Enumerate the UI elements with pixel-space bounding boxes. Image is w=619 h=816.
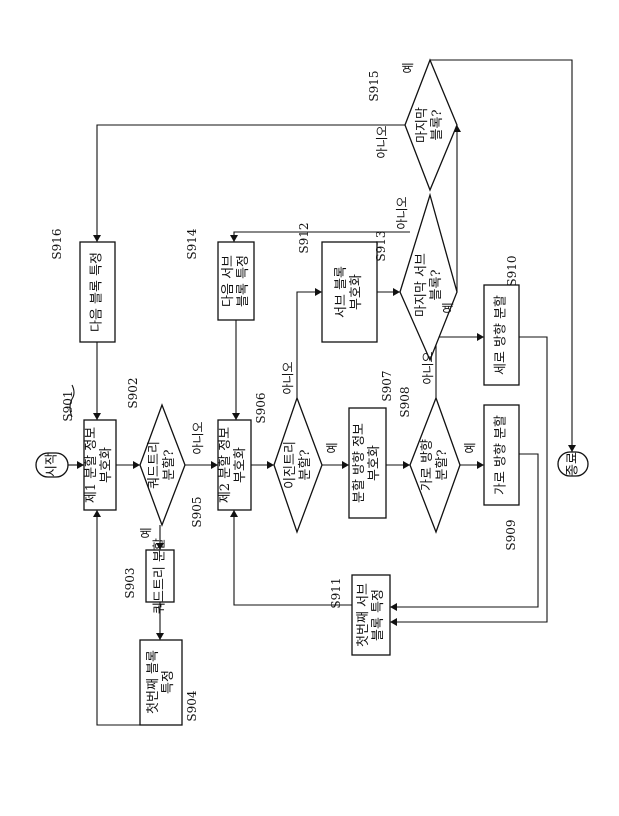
svg-text:아니오: 아니오 (395, 196, 409, 229)
step-s910: 세로 방향 분할 (483, 284, 520, 386)
step-s909: 가로 방향 분할 (483, 404, 520, 506)
svg-text:블록 특정: 블록 특정 (371, 589, 386, 641)
decision-s902: 쿼드트리 분할? (139, 403, 186, 527)
decision-s908: 가로 방향 분할? (409, 396, 461, 534)
svg-text:예: 예 (463, 442, 477, 453)
svg-text:블록?: 블록? (429, 270, 444, 301)
svg-text:S909: S909 (504, 519, 518, 550)
svg-text:분할?: 분할? (162, 450, 177, 481)
step-s914: 다음 서브 블록 특정 (217, 241, 255, 321)
svg-text:S912: S912 (297, 222, 311, 253)
svg-text:서브 블록: 서브 블록 (334, 266, 349, 318)
svg-text:S915: S915 (367, 70, 381, 101)
svg-text:S914: S914 (185, 228, 199, 259)
svg-text:다음 블록 특정: 다음 블록 특정 (90, 252, 105, 332)
svg-text:세로 방향 분할: 세로 방향 분할 (494, 295, 509, 375)
step-s912: 서브 블록 부호화 (321, 241, 378, 343)
decision-s913: 마지막 서브 블록? (399, 192, 458, 362)
svg-text:S906: S906 (254, 392, 268, 423)
svg-text:S913: S913 (374, 230, 388, 261)
svg-text:이진트리: 이진트리 (283, 441, 298, 489)
svg-text:부호화: 부호화 (349, 274, 364, 310)
svg-text:S916: S916 (50, 228, 64, 259)
svg-text:아니오: 아니오 (421, 351, 435, 384)
svg-text:S901: S901 (61, 390, 75, 421)
svg-text:제1 분할 정보: 제1 분할 정보 (84, 427, 99, 503)
svg-text:분할?: 분할? (435, 450, 450, 481)
decision-s915: 마지막 블록? (404, 58, 458, 192)
svg-text:예: 예 (139, 527, 153, 538)
step-s901: 제1 분할 정보 부호화 (83, 419, 117, 511)
svg-text:S911: S911 (329, 577, 343, 608)
svg-text:부호화: 부호화 (367, 445, 382, 481)
decision-s906: 이진트리 분할? (273, 396, 323, 534)
step-s903: 쿼드트리 분할 (145, 538, 175, 614)
step-s907: 분할 방향 정보 부호화 (348, 407, 387, 519)
branch-labels: 예 아니오 예 아니오 예 아니오 예 아니오 예 아니오 (139, 62, 477, 538)
svg-text:가로 방향: 가로 방향 (420, 439, 435, 491)
svg-text:첫번째 서브: 첫번째 서브 (356, 583, 371, 647)
svg-text:분할 방향 정보: 분할 방향 정보 (352, 423, 367, 503)
svg-text:S910: S910 (505, 255, 519, 286)
svg-text:쿼드트리 분할: 쿼드트리 분할 (153, 538, 168, 614)
svg-text:예: 예 (401, 62, 415, 73)
svg-text:분할?: 분할? (298, 450, 313, 481)
svg-text:아니오: 아니오 (191, 421, 205, 454)
step-s916: 다음 블록 특정 (79, 241, 116, 343)
step-s904: 첫번째 블록 특정 (139, 639, 183, 726)
svg-text:블록?: 블록? (430, 110, 445, 141)
svg-text:종료: 종료 (566, 452, 581, 476)
svg-text:부호화: 부호화 (99, 447, 114, 483)
svg-text:S903: S903 (123, 567, 137, 598)
svg-text:첫번째 블록: 첫번째 블록 (146, 650, 161, 714)
svg-text:제2 분할 정보: 제2 분할 정보 (218, 427, 233, 503)
step-s911: 첫번째 서브 블록 특정 (351, 574, 391, 656)
start-terminator: 시작 (35, 452, 69, 478)
svg-text:다음 서브: 다음 서브 (221, 255, 236, 307)
svg-text:예: 예 (441, 302, 455, 313)
step-s905: 제2 분할 정보 부호화 (217, 419, 252, 511)
svg-text:블록 특정: 블록 특정 (236, 255, 251, 307)
svg-text:마지막: 마지막 (415, 107, 430, 143)
svg-text:S904: S904 (185, 690, 199, 721)
svg-text:가로 방향 분할: 가로 방향 분할 (494, 415, 509, 495)
svg-text:아니오: 아니오 (375, 125, 389, 158)
svg-text:시작: 시작 (45, 453, 60, 477)
svg-text:S908: S908 (398, 386, 412, 417)
step-labels: S901 S902 S903 S904 S905 S906 S907 S908 … (50, 70, 519, 721)
svg-text:S907: S907 (380, 370, 394, 401)
svg-text:쿼드트리: 쿼드트리 (147, 441, 162, 489)
svg-text:부호화: 부호화 (233, 447, 248, 483)
end-terminator: 종료 (557, 451, 589, 477)
svg-text:S902: S902 (126, 377, 140, 408)
arrowheads (77, 125, 576, 640)
svg-text:S905: S905 (190, 496, 204, 527)
svg-text:아니오: 아니오 (281, 361, 295, 394)
svg-text:특정: 특정 (161, 670, 176, 694)
svg-text:마지막 서브: 마지막 서브 (414, 253, 429, 317)
connectors (68, 59, 573, 726)
svg-text:예: 예 (325, 442, 339, 453)
